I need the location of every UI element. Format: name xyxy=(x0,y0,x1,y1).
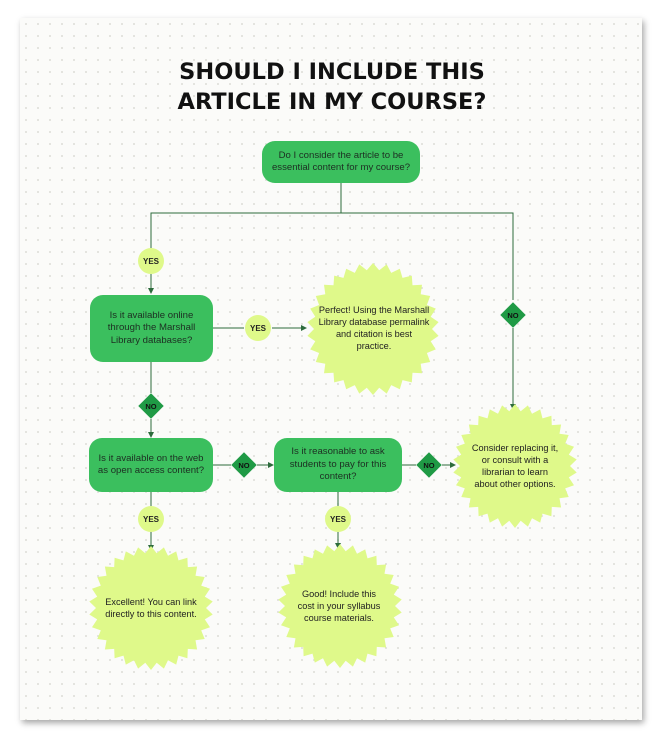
yes-label-essential: YES xyxy=(138,248,164,274)
yes-label-pay: YES xyxy=(325,506,351,532)
answer-burst-library xyxy=(307,263,439,395)
answer-pay-text: Good! Include this cost in your syllabus… xyxy=(297,588,381,624)
answer-library-text: Perfect! Using the Marshall Library data… xyxy=(318,304,430,352)
answer-burst-replace xyxy=(453,404,577,528)
no-label-text: NO xyxy=(423,460,435,470)
no-label-pay: NO xyxy=(416,452,442,478)
answer-web-text: Excellent! You can link directly to this… xyxy=(105,596,197,619)
connector-top-right xyxy=(341,212,514,300)
no-label-essential: NO xyxy=(500,302,526,328)
yes-label-web: YES xyxy=(138,506,164,532)
yes-label-library: YES xyxy=(245,315,271,341)
connector-top-split xyxy=(150,183,342,248)
no-label-text: NO xyxy=(145,401,157,411)
answer-burst-web xyxy=(89,546,213,670)
answer-burst-pay xyxy=(278,544,402,668)
question-essential: Do I consider the article to be essentia… xyxy=(262,141,420,183)
question-pay: Is it reasonable to ask students to pay … xyxy=(274,438,402,492)
no-label-web: NO xyxy=(231,452,257,478)
page-title-line-1: SHOULD I INCLUDE THIS xyxy=(179,59,485,85)
page-title-line-2: ARTICLE IN MY COURSE? xyxy=(177,89,487,115)
no-label-text: NO xyxy=(238,460,250,470)
no-label-library: NO xyxy=(138,393,164,419)
answer-replace-text: Consider replacing it, or consult with a… xyxy=(471,442,559,490)
question-library: Is it available online through the Marsh… xyxy=(90,295,213,362)
no-label-text: NO xyxy=(507,310,519,320)
question-web: Is it available on the web as open acces… xyxy=(89,438,213,492)
